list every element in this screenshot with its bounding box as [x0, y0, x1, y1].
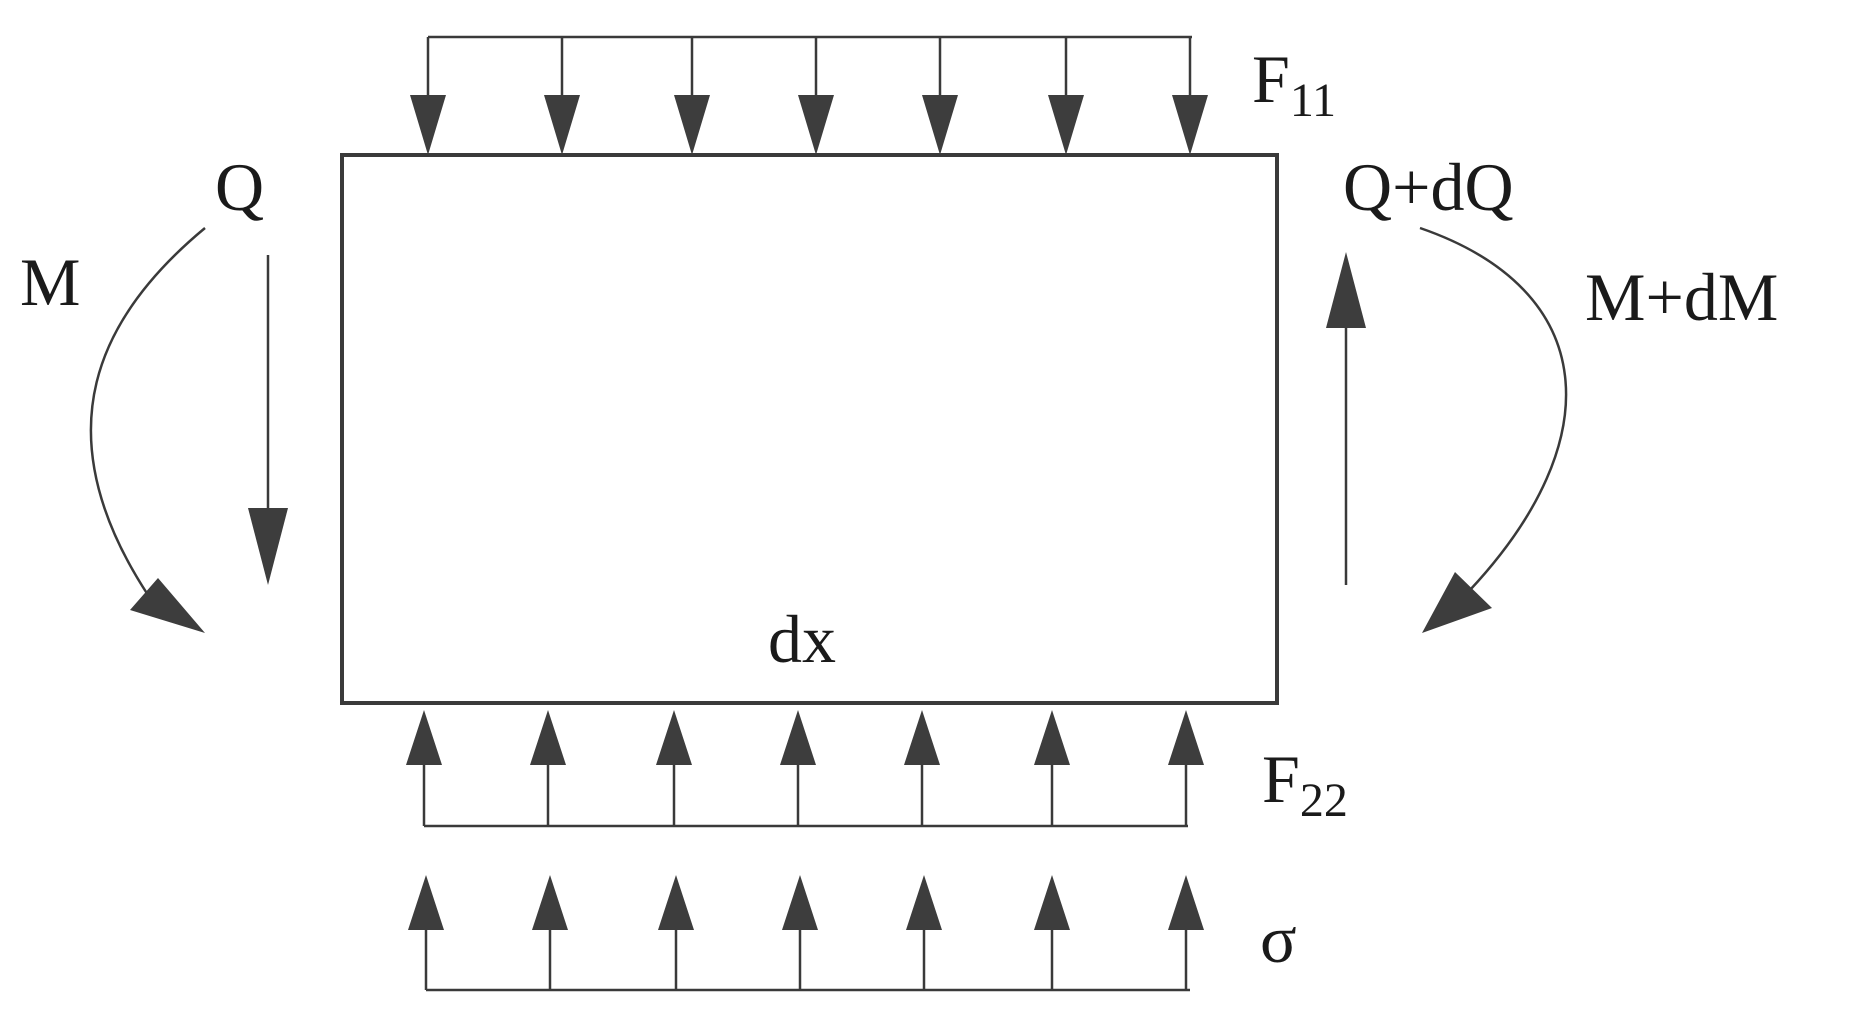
right-shear-arrow	[1326, 252, 1366, 585]
bottom-load-arrow	[904, 710, 940, 826]
bottom-load-arrow	[1034, 710, 1070, 826]
top-load-arrow	[1048, 37, 1084, 155]
bottom-load-arrow	[780, 710, 816, 826]
stress-arrow	[906, 875, 942, 990]
right-moment-arrow	[1419, 226, 1568, 633]
bottom-load-arrow	[530, 710, 566, 826]
beam-element	[340, 153, 1279, 705]
right-shear-label: Q+dQ	[1343, 149, 1514, 225]
bottom-load-arrow	[406, 710, 442, 826]
element-length-label: dx	[768, 601, 836, 677]
right-moment-label: M+dM	[1585, 259, 1778, 335]
stress-arrow	[1168, 875, 1204, 990]
stress-arrow	[1034, 875, 1070, 990]
left-moment-arrow	[89, 227, 206, 633]
top-load-arrow	[798, 37, 834, 155]
top-load-label: F11	[1252, 41, 1336, 127]
stress-arrow	[782, 875, 818, 990]
top-load-arrow	[674, 37, 710, 155]
top-load-arrows	[410, 35, 1208, 155]
top-load-arrow	[922, 37, 958, 155]
top-load-arrow	[544, 37, 580, 155]
stress-label: σ	[1260, 901, 1297, 977]
left-shear-arrow	[248, 255, 288, 585]
left-moment-label: M	[20, 244, 80, 320]
top-load-arrow	[1172, 37, 1208, 155]
bottom-load-arrow	[656, 710, 692, 826]
bottom-load-label: F22	[1262, 741, 1348, 827]
top-load-arrow	[410, 37, 446, 155]
left-shear-label: Q	[215, 149, 264, 225]
bottom-load-arrows	[406, 710, 1204, 828]
stress-arrows	[408, 875, 1204, 992]
stress-arrow	[658, 875, 694, 990]
bottom-load-arrow	[1168, 710, 1204, 826]
stress-arrow	[408, 875, 444, 990]
stress-arrow	[532, 875, 568, 990]
